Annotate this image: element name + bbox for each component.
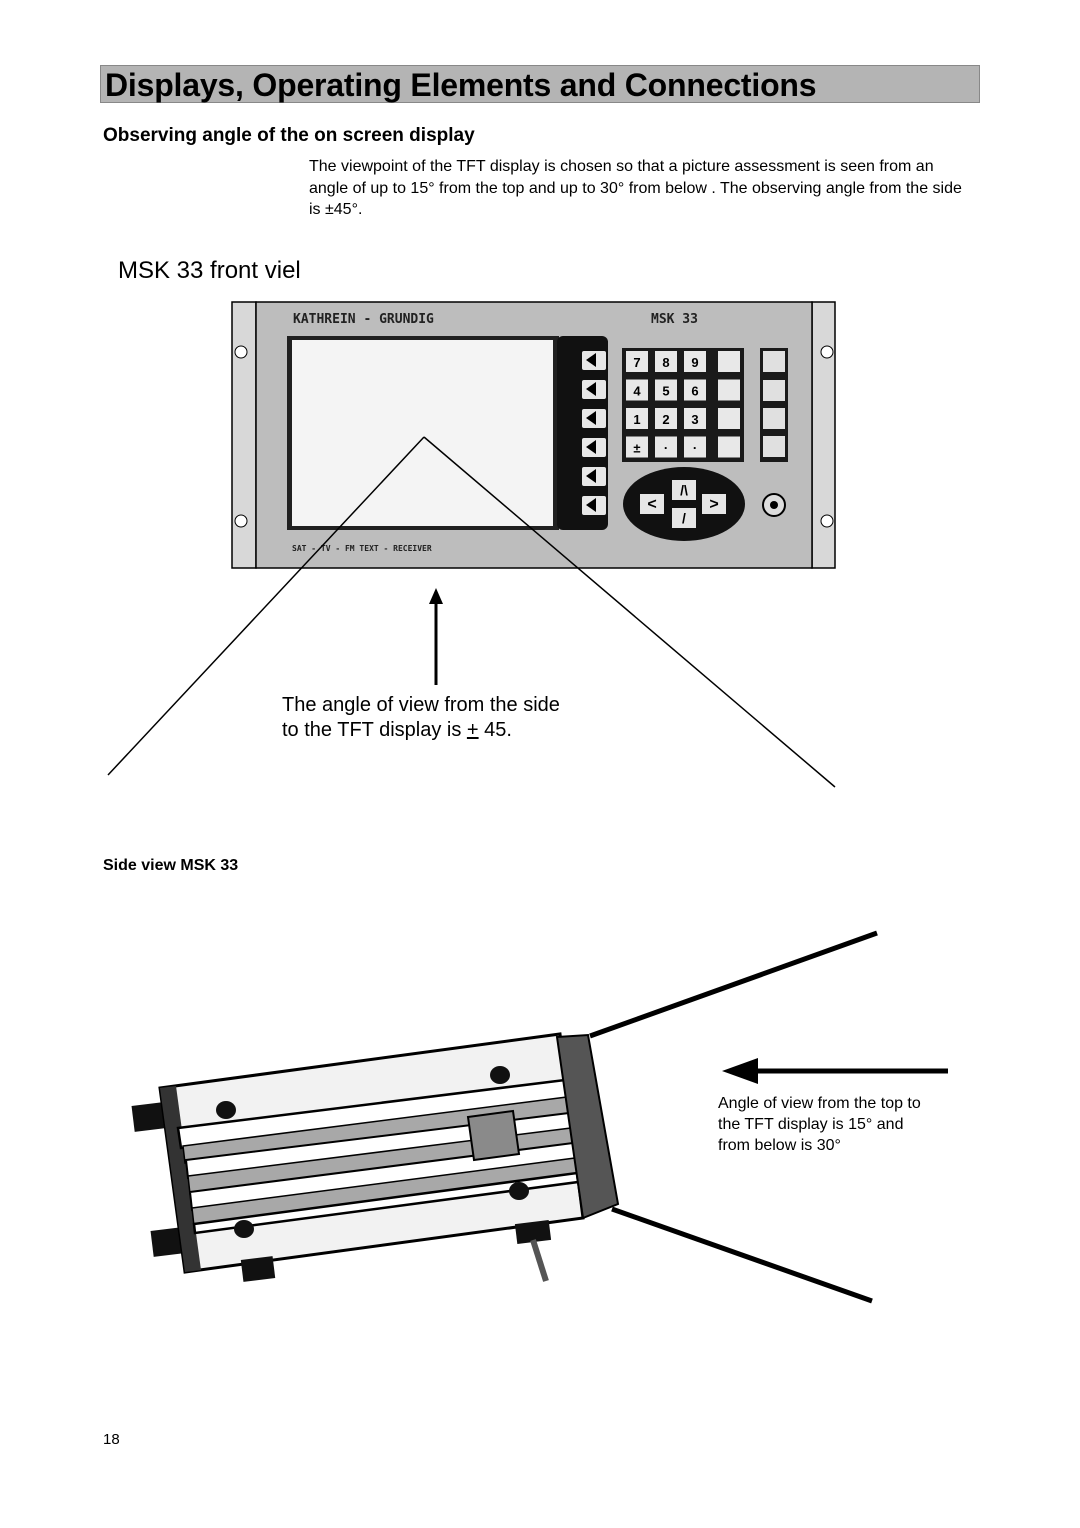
cable	[530, 1239, 549, 1282]
nav-left-label: <	[647, 496, 656, 513]
intro-paragraph: The viewpoint of the TFT display is chos…	[309, 158, 962, 218]
plus-minus: +	[466, 719, 479, 741]
navigation-pad	[623, 467, 745, 541]
bottom-label: SAT - TV - FM TEXT - RECEIVER	[292, 544, 432, 553]
nav-left-key	[640, 494, 664, 514]
keypad-key	[655, 408, 677, 429]
keypad-key-label: 9	[691, 355, 698, 370]
brand-label: KATHREIN - GRUNDIG	[293, 312, 434, 327]
keypad-key-label: 5	[662, 384, 669, 399]
rear-connector	[150, 1227, 186, 1257]
side-angle-note: The angle of view from the side to the T…	[282, 693, 560, 743]
model-label: MSK 33	[651, 312, 698, 327]
front-panel-edge	[555, 1033, 620, 1220]
chassis-block	[466, 1109, 521, 1162]
nav-right-label: >	[709, 496, 718, 513]
nav-up-key	[672, 480, 696, 500]
keypad-key	[684, 436, 706, 458]
keypad-key	[684, 379, 706, 401]
top-bottom-angle-note: Angle of view from the top to the TFT di…	[718, 1095, 921, 1154]
keypad-key	[626, 351, 648, 372]
rack-hole	[234, 345, 248, 359]
keypad-key	[655, 351, 677, 372]
pointer-arrow-head-2	[722, 1058, 758, 1084]
keypad-key	[684, 408, 706, 429]
function-key	[718, 408, 740, 429]
keypad-key	[626, 408, 648, 429]
keypad-key-label: 4	[633, 384, 641, 399]
function-key	[718, 351, 740, 372]
keypad-key	[655, 379, 677, 401]
keypad-key-label: 8	[662, 355, 669, 370]
nav-up-label: /\	[680, 482, 688, 498]
side-view-device	[131, 930, 878, 1304]
rack-hole	[820, 514, 834, 528]
nav-right-key	[702, 494, 726, 514]
front-view-device: KATHREIN - GRUNDIG MSK 33 7 8 9 4 5 6 1 2 3 ± · ·	[231, 301, 836, 569]
keypad-key	[684, 351, 706, 372]
pointer-arrow-head	[429, 588, 443, 604]
function-key	[718, 379, 740, 401]
keypad-key-label: ·	[664, 441, 668, 456]
rack-hole	[234, 514, 248, 528]
keypad-key-label: 6	[691, 384, 698, 399]
angle-note-prefix: to the TFT display is	[282, 719, 467, 741]
page-number: 18	[103, 1431, 120, 1448]
left-view-line	[107, 436, 425, 776]
page-title: Displays, Operating Elements and Connect…	[105, 67, 817, 103]
angle-note-suffix: 45.	[478, 719, 512, 741]
keypad-key-label: 7	[633, 355, 640, 370]
function-key	[718, 436, 740, 458]
rack-hole	[820, 345, 834, 359]
screw	[490, 1066, 510, 1084]
keypad-key-label: ±	[633, 441, 640, 456]
nav-down-label: /	[682, 510, 686, 526]
top-view-line	[589, 930, 878, 1039]
keypad-key	[626, 436, 648, 458]
screw	[509, 1182, 529, 1200]
left-rack-ear	[231, 301, 257, 569]
bottom-view-line	[611, 1206, 873, 1304]
right-rack-ear	[811, 301, 836, 569]
header-bar: Displays, Operating Elements and Connect…	[100, 65, 980, 103]
screw	[216, 1101, 236, 1119]
keypad-key	[626, 379, 648, 401]
keypad-key-label: 3	[691, 412, 698, 427]
numeric-keypad: 7 8 9 4 5 6 1 2 3 ± · ·	[626, 351, 740, 458]
side-view-caption: Side view MSK 33	[103, 857, 239, 874]
keypad-key-label: 2	[662, 412, 669, 427]
keypad-key	[655, 436, 677, 458]
keypad-key-label: 1	[633, 412, 640, 427]
rear-connector	[131, 1102, 167, 1132]
front-view-caption: MSK 33 front viel	[118, 257, 301, 284]
nav-down-key	[672, 508, 696, 528]
keypad-key-label: ·	[693, 441, 697, 456]
section-heading: Observing angle of the on screen display	[103, 125, 475, 146]
angle-note-line1: The angle of view from the side	[282, 694, 560, 716]
foot	[514, 1220, 552, 1244]
rear-plate	[160, 1086, 201, 1272]
foot	[240, 1256, 276, 1282]
screw	[234, 1220, 254, 1238]
right-view-line	[423, 436, 836, 788]
tft-display	[292, 340, 553, 526]
